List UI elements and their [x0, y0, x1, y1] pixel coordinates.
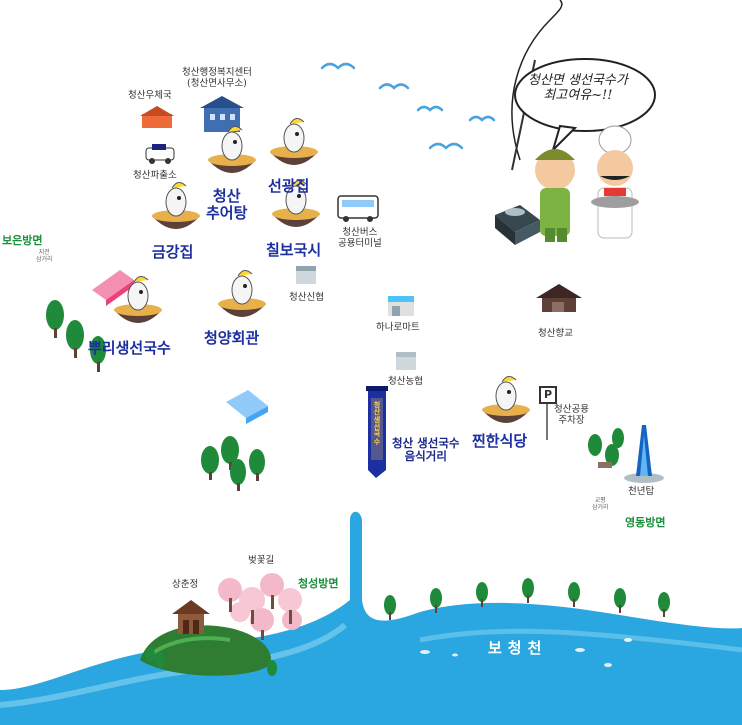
hanaro-mart-building [388, 296, 414, 316]
parking-sign: P [539, 386, 557, 404]
fisherman-character [535, 149, 575, 242]
yeongdong-sub-line2: 삼거리 [592, 503, 609, 511]
hanaro-mart-label: 하나로마트 [376, 322, 420, 333]
police-label: 청산파출소 [133, 170, 177, 181]
street-banner [366, 386, 388, 478]
bus-terminal-line2: 공용터미널 [338, 237, 382, 249]
admin-center-label: 청산행정복지센터 (청산면사무소) [182, 67, 252, 90]
nonghyup-building [396, 352, 416, 370]
bocheongcheon-label: 보청천 [488, 639, 548, 657]
speech-line1: 청산면 생선국수가 [528, 73, 628, 88]
chungsan-chueotang-label: 청산 추어탕 [206, 187, 248, 223]
cheongseong-direction-label: 청성방면 [298, 577, 339, 590]
yeongdong-sub-label: 교평 삼거리 [592, 497, 609, 512]
birds [320, 62, 496, 150]
sangchunjeong-label: 상춘정 [172, 579, 199, 590]
bowl-geumgang-icon [152, 182, 200, 229]
bus [337, 195, 379, 222]
admin-center-line1: 청산행정복지센터 [182, 67, 252, 78]
speech-bubble [514, 58, 656, 132]
bowl-ppuri-icon [114, 276, 162, 323]
fish-noodle-street-label: 청산 생선국수 음식거리 [392, 436, 460, 464]
chilbo-label: 칠보국시 [266, 241, 322, 259]
bowl-cheongyang-icon [218, 270, 266, 317]
speech-bubble-text: 청산면 생선국수가 최고여유~!! [528, 73, 628, 104]
riverside-trees [145, 578, 670, 676]
boeun-direction-label: 보은방면 [2, 234, 43, 247]
nonghyup-label: 청산농협 [388, 376, 423, 387]
bus-terminal-line1: 청산버스 [342, 227, 378, 238]
bowl-chilbo-icon [272, 180, 320, 227]
street-line1: 청산 생선국수 [392, 436, 460, 450]
post-office-building [140, 106, 174, 128]
parking-line2: 주차장 [558, 414, 585, 426]
yeongdong-direction-label: 영동방면 [625, 516, 666, 529]
geumgang-label: 금강집 [152, 243, 194, 261]
fish-box [495, 205, 540, 245]
thousand-year-tower-label: 천년탑 [628, 486, 655, 497]
boeun-sub-line1: 지전 [38, 249, 50, 256]
admin-center-line2: (청산면사무소) [187, 77, 247, 89]
street-line2: 음식거리 [404, 449, 447, 464]
bowl-chungsan-icon [208, 126, 256, 173]
sangchunjeong-pavilion [172, 600, 210, 634]
speech-line2: 최고여유~!! [543, 87, 613, 103]
west-trees [46, 300, 624, 491]
parking-label: 청산공용 주차장 [554, 404, 589, 427]
post-office-label: 청산우체국 [128, 90, 172, 101]
ppuri-label: 뿌리생선국수 [88, 339, 171, 357]
jjinhan-label: 찐한식당 [472, 432, 528, 450]
sangchunjeong-hill [140, 625, 271, 676]
cheongyang-label: 청양회관 [204, 329, 260, 347]
hyanggyo-building [536, 284, 582, 312]
police-car [145, 144, 175, 164]
chungsan-line1: 청산 [212, 187, 241, 205]
hyanggyo-label: 청산향교 [538, 328, 573, 339]
chungsan-line2: 추어탕 [206, 204, 248, 223]
shinhyup-building [296, 266, 316, 284]
street-banner-text: 청산생선국수 [373, 401, 381, 446]
bowl-seongwang-icon [270, 118, 318, 165]
cherry-road-label: 벚꽃길 [248, 555, 275, 566]
blue-house [226, 390, 268, 424]
pink-house [92, 270, 134, 306]
fishing-line [511, 0, 563, 161]
cherry-trees [218, 573, 302, 640]
boeun-sub-line2: 삼거리 [36, 255, 53, 263]
shinhyup-label: 청산신협 [289, 292, 324, 303]
parking-line1: 청산공용 [554, 404, 589, 415]
chef-character [591, 125, 639, 239]
bowl-jjinhan-icon [482, 376, 530, 423]
bus-terminal-label: 청산버스 공용터미널 [338, 227, 382, 250]
thousand-year-tower [598, 425, 664, 483]
yeongdong-sub-line1: 교평 [594, 497, 606, 504]
boeun-sub-label: 지전 삼거리 [36, 249, 53, 264]
seongwang-label: 선광집 [268, 177, 310, 195]
river-fish [420, 638, 632, 667]
